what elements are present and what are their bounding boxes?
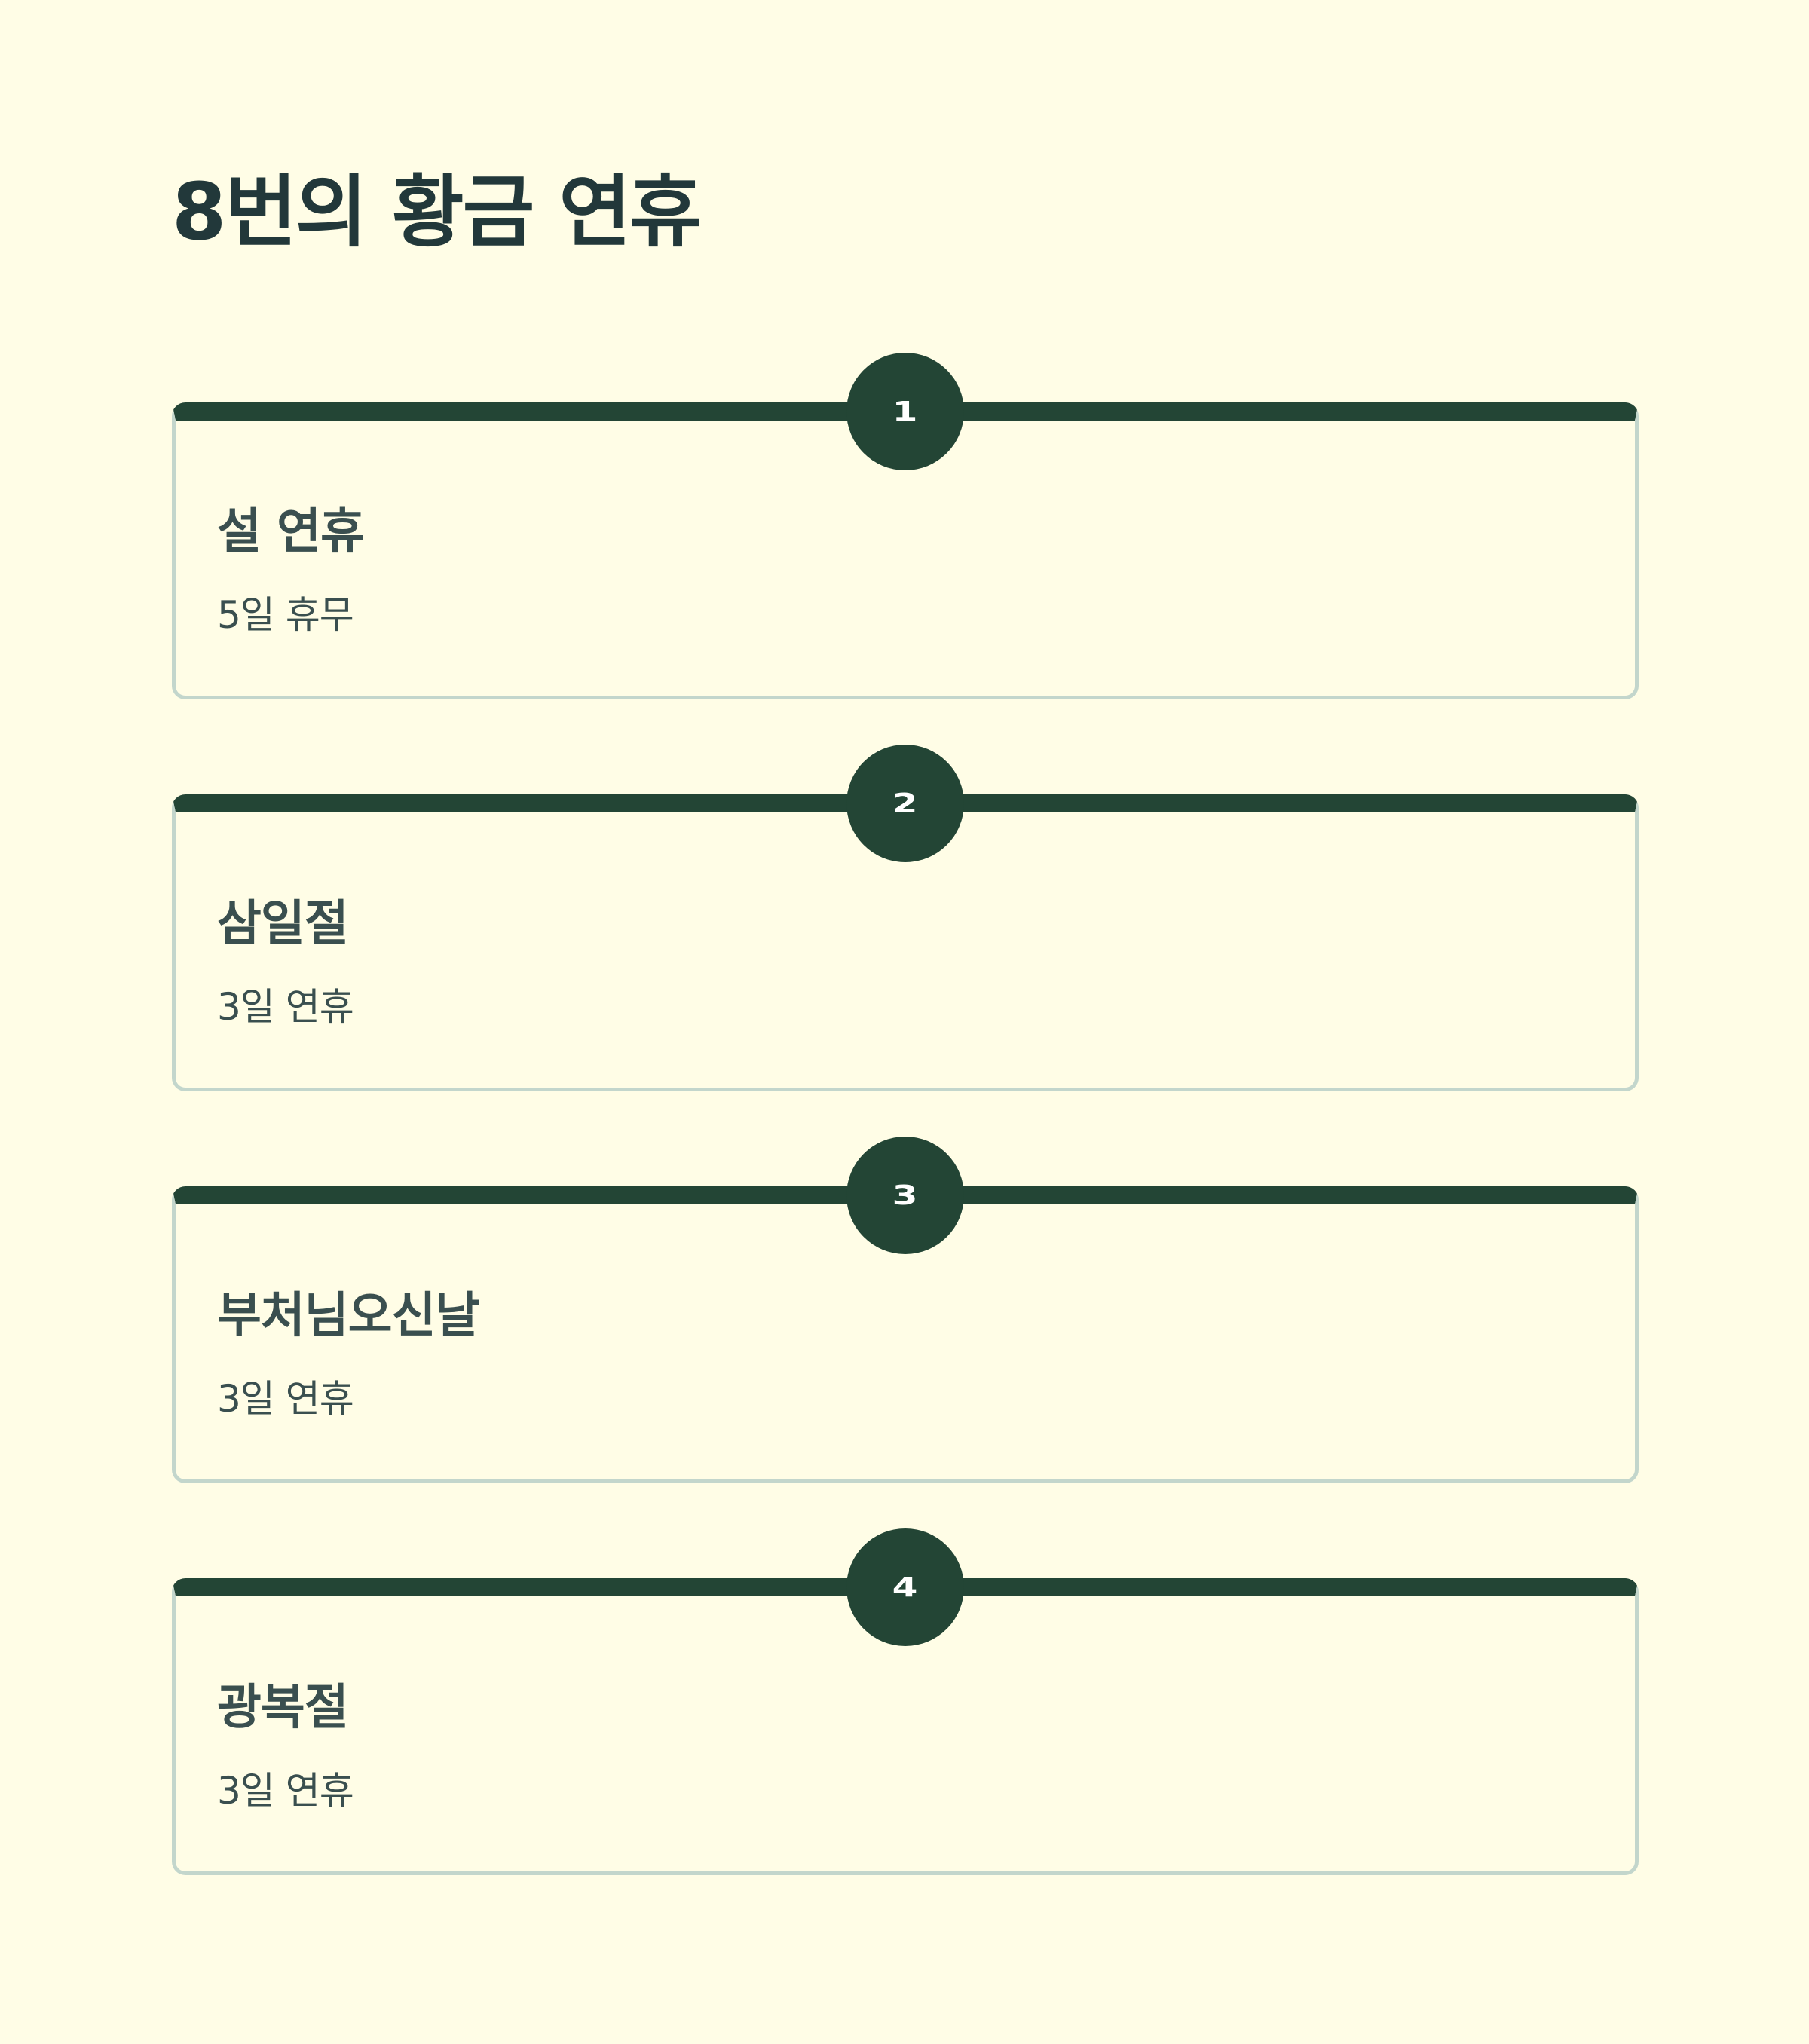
step-number: 1: [892, 396, 918, 427]
holiday-name: 부처님오신날: [217, 1288, 479, 1344]
holiday-duration: 3일 연휴: [217, 1377, 354, 1421]
step-number: 4: [892, 1571, 918, 1603]
holiday-card: 3 부처님오신날 3일 연휴: [172, 1137, 1639, 1483]
step-number-badge: 3: [846, 1137, 964, 1254]
step-number: 3: [892, 1180, 918, 1211]
step-number: 2: [892, 788, 918, 819]
holiday-name: 삼일절: [217, 896, 349, 952]
holiday-name: 설 연휴: [217, 504, 365, 560]
holiday-list: 1 설 연휴 5일 휴무 2 삼일절 3일 연휴 3 부처님오신날 3일 연휴 …: [172, 353, 1639, 1970]
holiday-card: 2 삼일절 3일 연휴: [172, 745, 1639, 1091]
step-number-badge: 4: [846, 1528, 964, 1646]
step-number-badge: 2: [846, 745, 964, 862]
holiday-duration: 5일 휴무: [217, 593, 354, 637]
step-number-badge: 1: [846, 353, 964, 470]
holiday-card: 4 광복절 3일 연휴: [172, 1528, 1639, 1875]
holiday-duration: 3일 연휴: [217, 985, 354, 1029]
page-title: 8번의 황금 연휴: [172, 166, 702, 258]
holiday-card: 1 설 연휴 5일 휴무: [172, 353, 1639, 699]
holiday-name: 광복절: [217, 1680, 349, 1736]
holiday-duration: 3일 연휴: [217, 1769, 354, 1813]
